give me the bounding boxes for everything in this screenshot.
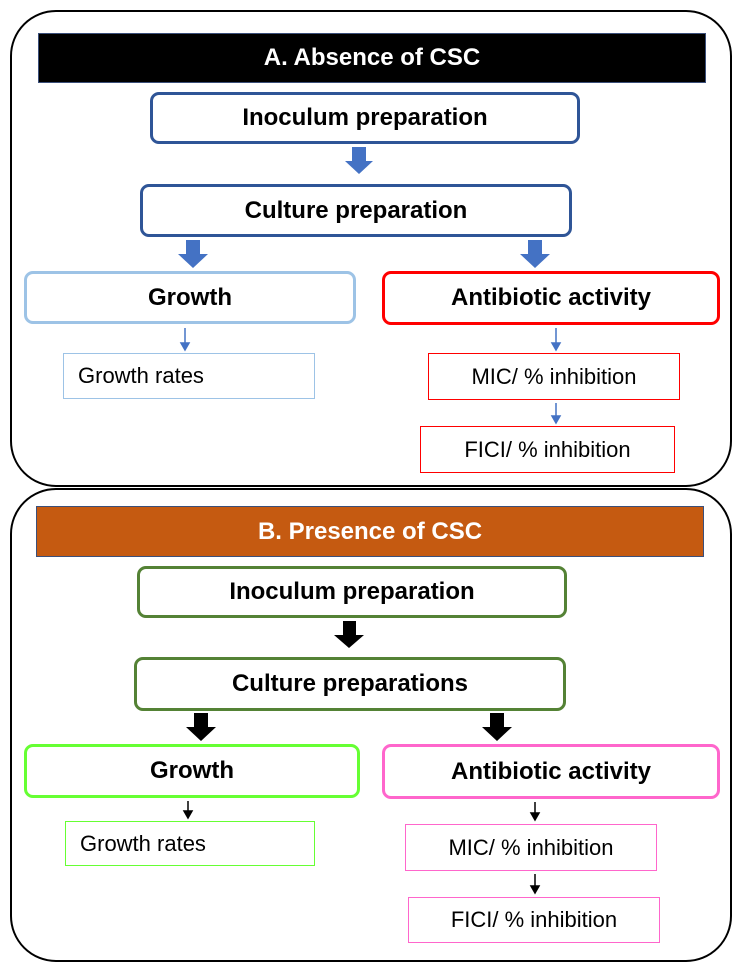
panel-a-culture-box: Culture preparation bbox=[140, 184, 572, 237]
arrow-a-culture-to-growth bbox=[178, 240, 208, 268]
panel-a-growth-rates-box: Growth rates bbox=[63, 353, 315, 399]
arrow-a-inoculum-to-culture bbox=[345, 147, 373, 174]
arrow-a-culture-to-antibiotic bbox=[520, 240, 550, 268]
arrow-b-culture-to-antibiotic bbox=[482, 713, 512, 741]
panel-b-antibiotic-box: Antibiotic activity bbox=[382, 744, 720, 799]
panel-a-growth-box: Growth bbox=[24, 271, 356, 324]
panel-a-mic-box: MIC/ % inhibition bbox=[428, 353, 680, 400]
panel-b-mic-box: MIC/ % inhibition bbox=[405, 824, 657, 871]
panel-b-title: B. Presence of CSC bbox=[36, 506, 704, 557]
panel-a-title: A. Absence of CSC bbox=[38, 33, 706, 83]
panel-b-growth-box: Growth bbox=[24, 744, 360, 798]
panel-b-culture-box: Culture preparations bbox=[134, 657, 566, 711]
panel-b-fici-box: FICI/ % inhibition bbox=[408, 897, 660, 943]
arrow-b-inoculum-to-culture bbox=[334, 621, 364, 648]
panel-a-antibiotic-box: Antibiotic activity bbox=[382, 271, 720, 325]
panel-b-inoculum-box: Inoculum preparation bbox=[137, 566, 567, 618]
arrow-b-culture-to-growth bbox=[186, 713, 216, 741]
panel-absence-of-csc bbox=[10, 10, 732, 487]
panel-a-inoculum-box: Inoculum preparation bbox=[150, 92, 580, 144]
panel-a-fici-box: FICI/ % inhibition bbox=[420, 426, 675, 473]
panel-b-growth-rates-box: Growth rates bbox=[65, 821, 315, 866]
